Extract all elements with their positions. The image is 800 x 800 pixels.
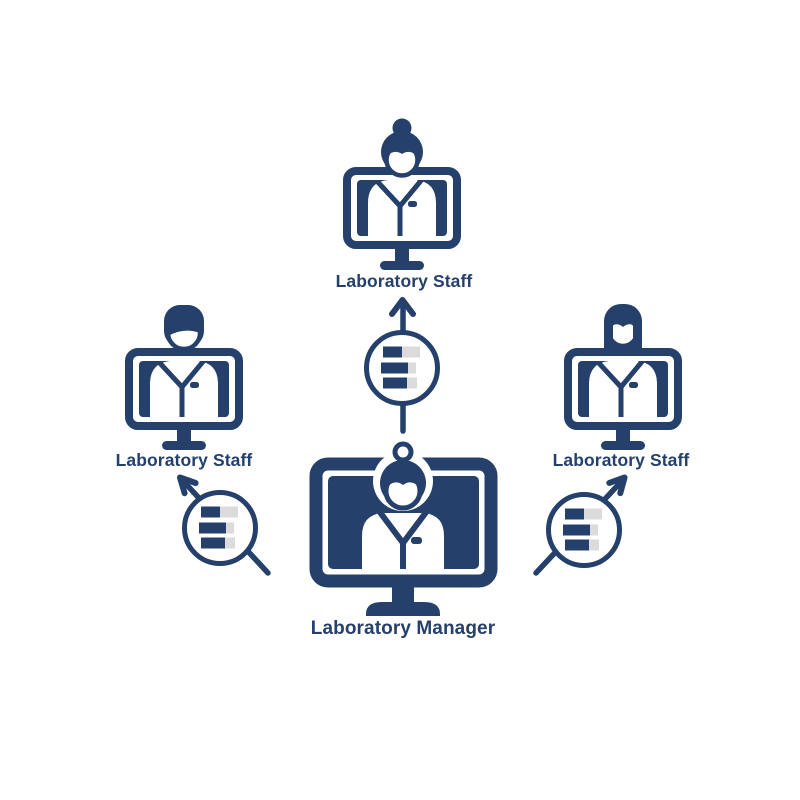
node-laboratory-staff-right — [557, 300, 689, 457]
report-bars-badge-icon — [367, 333, 438, 404]
arrowhead-up-icon — [389, 297, 416, 317]
hair-fringe — [387, 139, 417, 156]
coat-button — [411, 537, 422, 544]
scientist-on-monitor-icon — [564, 304, 682, 450]
lab-coat — [368, 180, 436, 236]
hair-fringe — [609, 312, 637, 328]
hair-fringe — [167, 316, 200, 336]
arrowhead-up-right-icon — [606, 474, 628, 497]
hair-fringe — [387, 469, 419, 487]
monitor-base — [601, 441, 645, 450]
coat-button — [408, 201, 417, 207]
monitor-stand — [392, 584, 414, 604]
lab-coat — [362, 509, 444, 569]
monitor-stand — [177, 428, 191, 443]
hair-bun-ring — [392, 441, 414, 463]
scientist-on-monitor-icon — [125, 305, 243, 450]
hair-side-lock — [633, 318, 642, 356]
report-bars-badge-icon — [185, 493, 256, 564]
arrowhead-up-left-icon — [177, 474, 199, 497]
lab-coat — [589, 361, 657, 417]
node-label: Laboratory Staff — [115, 450, 253, 470]
node-label: Laboratory Manager — [310, 618, 496, 639]
node-laboratory-staff-left — [118, 300, 250, 457]
report-bars-badge-icon — [549, 495, 620, 566]
monitor-stand — [616, 428, 630, 443]
hair-side-lock — [604, 318, 613, 356]
node-label: Laboratory Staff — [335, 271, 473, 291]
coat-button — [190, 382, 199, 388]
monitor-base — [380, 261, 424, 270]
coat-button — [629, 382, 638, 388]
lab-coat — [150, 361, 218, 417]
monitor-base — [162, 441, 206, 450]
scientist-on-monitor-icon — [309, 439, 498, 616]
node-laboratory-manager — [302, 438, 505, 623]
scientist-on-monitor-icon — [343, 118, 461, 270]
monitor-stand — [395, 247, 409, 263]
node-laboratory-staff-top — [336, 112, 468, 281]
node-label: Laboratory Staff — [552, 450, 690, 470]
monitor-base — [366, 602, 440, 616]
